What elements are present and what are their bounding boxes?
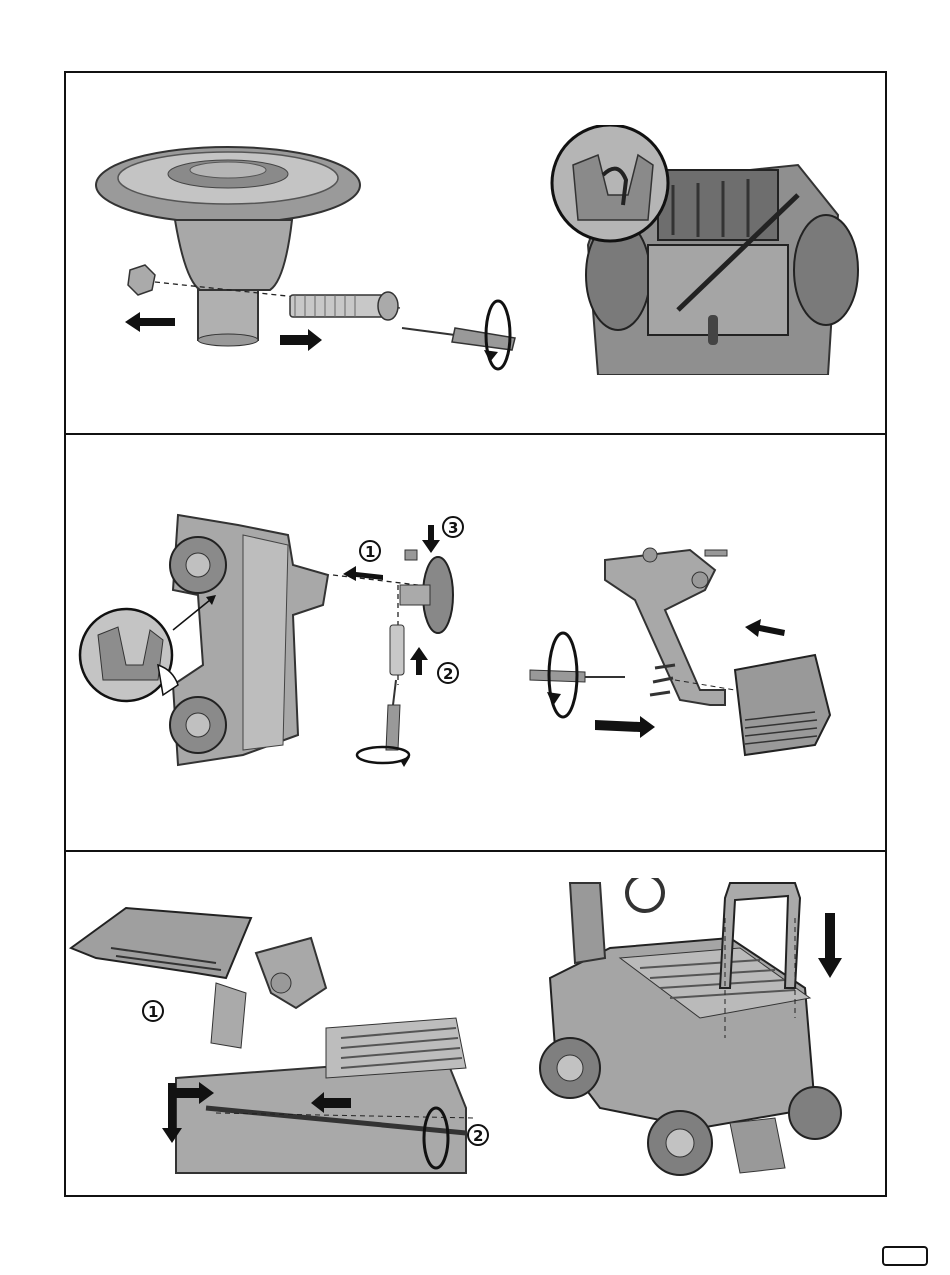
steering-wheel-assembly-illustration	[80, 130, 530, 390]
bucket-rod-attach-illustration: 1 2	[66, 898, 506, 1178]
row-divider-2	[64, 850, 887, 852]
steering-column-install-illustration: 1 2 3	[78, 505, 498, 780]
push-handle-insert-illustration	[530, 878, 860, 1188]
vehicle-underside-illustration	[548, 125, 868, 375]
step-marker-3: 3	[448, 519, 458, 537]
step-marker-1: 1	[148, 1003, 158, 1021]
step-marker-2: 2	[473, 1127, 483, 1145]
loader-arm-bucket-illustration	[525, 540, 845, 770]
row-divider-1	[64, 433, 887, 435]
page-number-box	[882, 1246, 928, 1266]
step-marker-1: 1	[365, 543, 375, 561]
step-marker-2: 2	[443, 665, 453, 683]
